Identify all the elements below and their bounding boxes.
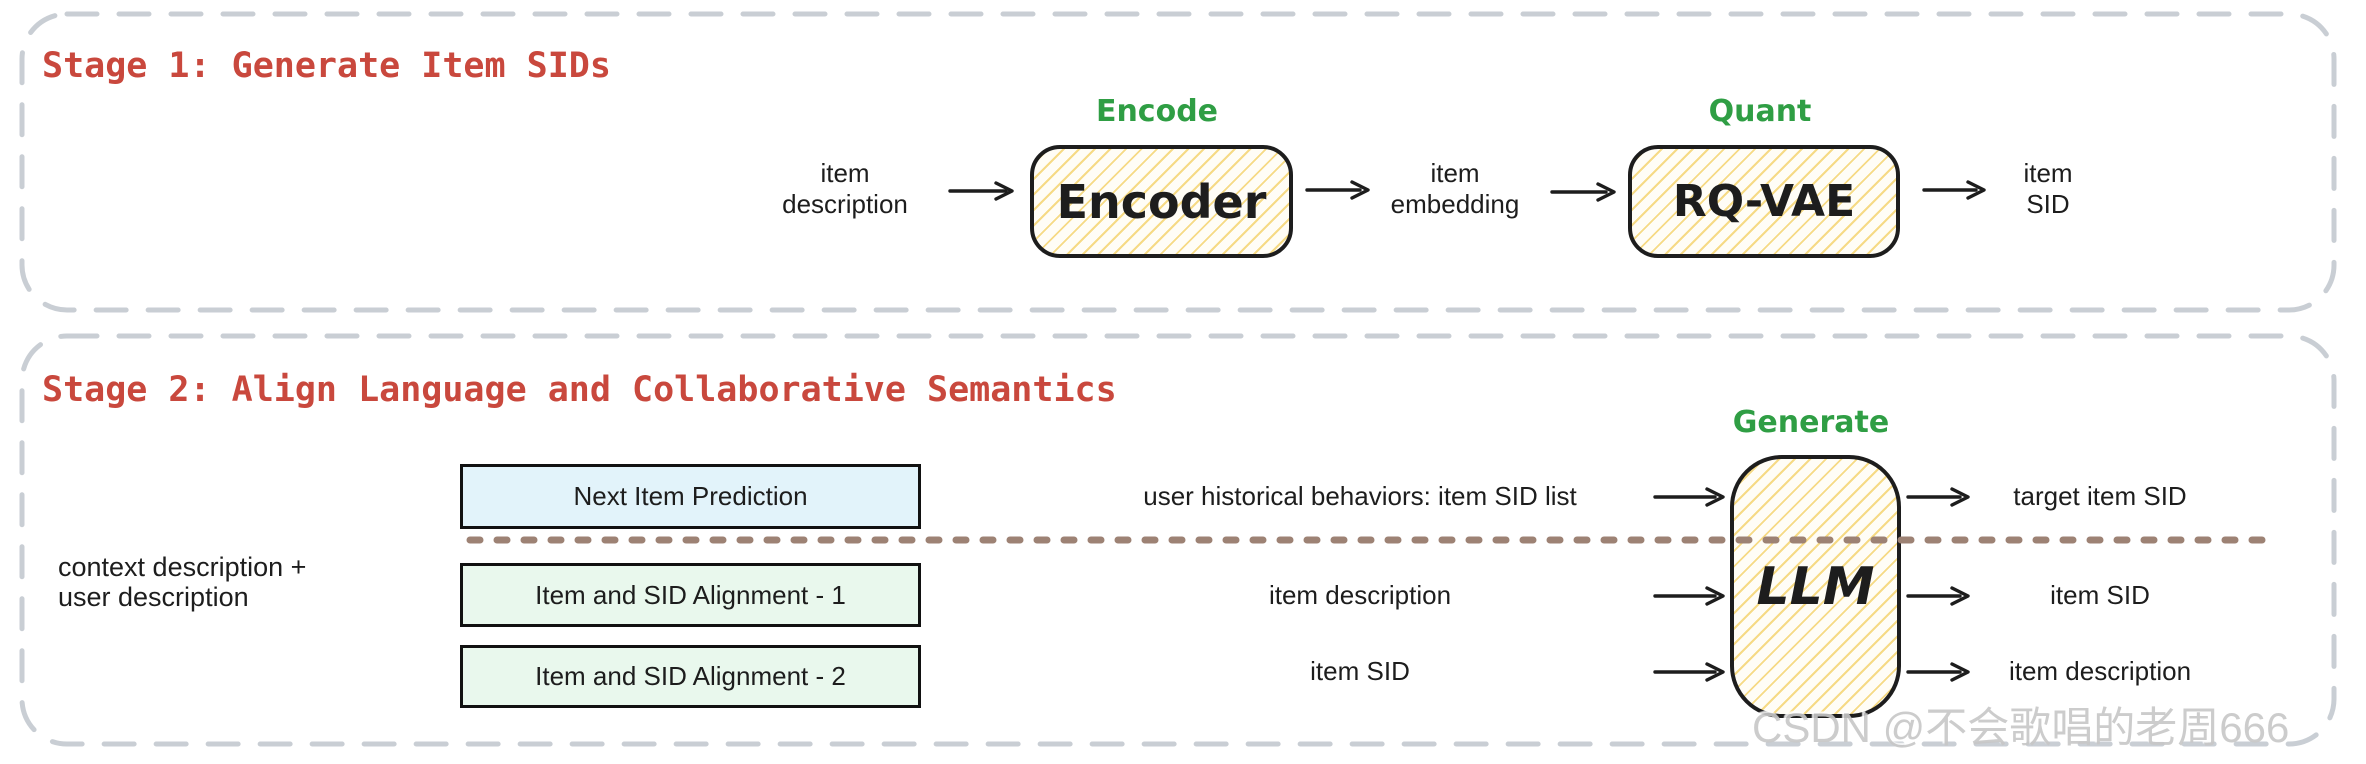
arrow-right-icon: [1653, 487, 1725, 507]
task-box-item-sid-alignment-2: Item and SID Alignment - 2: [460, 645, 921, 708]
llm-node: LLM: [1730, 455, 1901, 718]
row3-input-text: item SID: [1310, 656, 1410, 686]
encode-label: Encode: [1095, 94, 1219, 129]
task-box-item-sid-alignment-1: Item and SID Alignment - 1: [460, 563, 921, 627]
rqvae-node-label: RQ-VAE: [1672, 176, 1856, 227]
row1-output-text: target item SID: [2013, 481, 2187, 511]
row1-input-text: user historical behaviors: item SID list: [1143, 481, 1577, 511]
arrow-right-icon: [1653, 662, 1725, 682]
context-label-line1: context description +: [58, 552, 307, 582]
task-box-next-item-prediction: Next Item Prediction: [460, 464, 921, 529]
context-label: context description + user description: [58, 552, 306, 612]
stage1-embedding-label: item embedding: [1305, 158, 1605, 220]
llm-node-label: LLM: [1756, 556, 1875, 617]
stage1-input-line2: description: [782, 189, 908, 219]
arrow-right-icon: [1653, 586, 1725, 606]
rqvae-node: RQ-VAE: [1628, 145, 1900, 258]
stage1-input-label: item description: [695, 158, 995, 220]
stage1-output-line1: item: [2023, 158, 2073, 188]
stage1-output-label: item SID: [1898, 158, 2198, 220]
encoder-node: Encoder: [1030, 145, 1293, 258]
stage1-title: Stage 1: Generate Item SIDs: [42, 46, 611, 86]
task-label: Next Item Prediction: [573, 481, 808, 511]
context-label-line2: user description: [58, 582, 249, 612]
row3-output-text: item description: [2008, 656, 2192, 686]
row2-input-text: item description: [1268, 580, 1452, 610]
stage1-embedding-line2: embedding: [1390, 189, 1520, 219]
stage2-title: Stage 2: Align Language and Collaborativ…: [42, 370, 1117, 410]
row2-output-text: item SID: [2050, 580, 2150, 610]
stage1-embedding-line1: item: [1430, 158, 1480, 188]
quant-label: Quant: [1708, 94, 1812, 129]
encoder-node-label: Encoder: [1056, 174, 1267, 229]
stage1-output-line2: SID: [2026, 189, 2070, 219]
task-label: Item and SID Alignment - 2: [535, 661, 846, 691]
generate-label: Generate: [1732, 405, 1890, 440]
stage1-input-line1: item: [820, 158, 870, 188]
task-label: Item and SID Alignment - 1: [535, 579, 846, 610]
csdn-watermark: CSDN @不会歌唱的老周666: [1752, 704, 2290, 751]
